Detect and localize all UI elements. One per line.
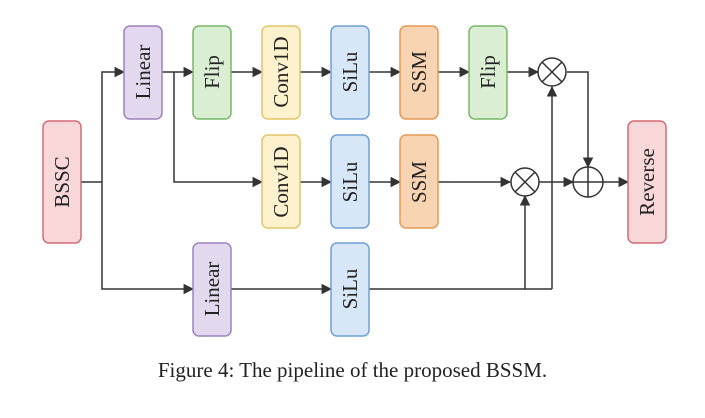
node-linear-top-label: Linear [131,45,155,100]
figure-caption: Figure 4: The pipeline of the proposed B… [157,358,548,382]
node-flip-2: Flip [468,25,508,120]
node-ssm-mid-label: SSM [407,161,431,203]
node-conv1d-mid-label: Conv1D [269,146,293,217]
node-silu-bot: SiLu [330,242,370,337]
node-bssc: BSSC [42,120,82,244]
node-silu-mid: SiLu [330,134,370,229]
node-linear-bot-label: Linear [200,262,224,317]
node-linear-bot: Linear [192,242,232,337]
node-ssm-top: SSM [399,25,439,120]
edge-trunk-linear-bot [101,182,195,295]
node-linear-top: Linear [123,25,163,120]
node-flip-2-label: Flip [476,55,500,89]
node-flip-1: Flip [192,25,232,120]
multiply-top-icon [537,57,567,87]
add-icon [572,166,604,198]
edge-trunk-linear-top [101,66,126,182]
node-ssm-top-label: SSM [407,51,431,93]
node-flip-1-label: Flip [200,55,224,89]
node-bssc-label: BSSC [50,156,74,207]
bssm-pipeline-diagram: BSSC Linear Flip Conv1D SiLu SSM Flip Co… [42,25,667,337]
multiply-mid-icon [510,167,540,197]
node-conv1d-top-label: Conv1D [269,36,293,107]
edge-linear-conv1d-mid [173,72,264,188]
node-ssm-mid: SSM [399,134,439,229]
node-conv1d-top: Conv1D [261,25,301,120]
node-silu-mid-label: SiLu [338,161,362,202]
node-silu-top-label: SiLu [338,51,362,92]
node-conv1d-mid: Conv1D [261,134,301,229]
edge-mult-top-add [567,71,594,169]
node-reverse-label: Reverse [635,148,659,216]
node-silu-top: SiLu [330,25,370,120]
node-reverse: Reverse [627,120,667,244]
node-silu-bot-label: SiLu [338,268,362,309]
